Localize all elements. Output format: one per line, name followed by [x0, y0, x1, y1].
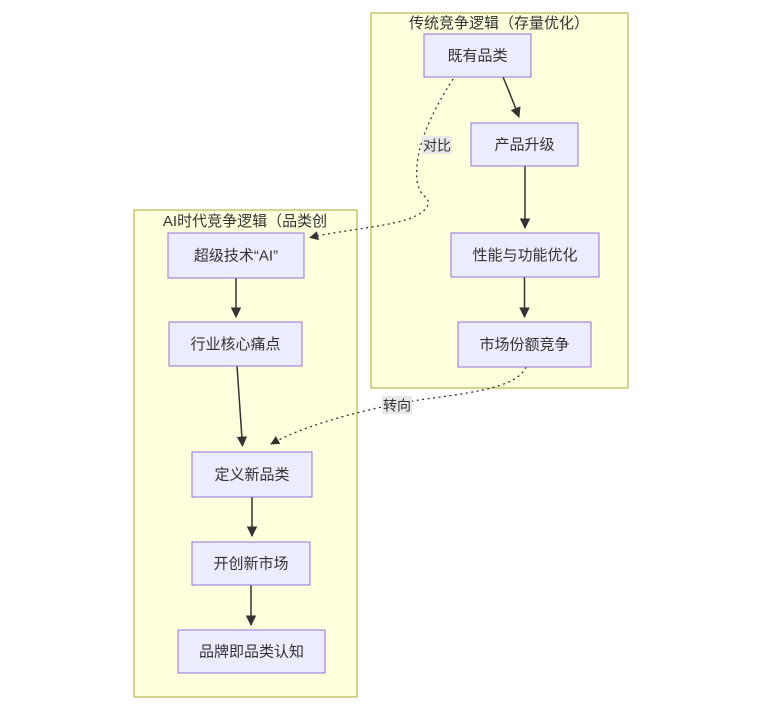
- node-product-upgrade: 产品升级: [470, 122, 579, 167]
- node-existing-category-label: 既有品类: [447, 48, 507, 65]
- node-industry-pain-point-box: [168, 321, 303, 367]
- node-brand-category-cognition-label: 品牌即品类认知: [199, 644, 304, 661]
- node-existing-category-box: [423, 33, 532, 78]
- edge-label-pivot-text: 转向: [383, 398, 411, 414]
- edge-label-compare-text: 对比: [423, 138, 451, 154]
- edge-existing-to-upgrade: [502, 76, 521, 118]
- cluster-ai-era: AI时代竞争逻辑（品类创: [133, 209, 358, 698]
- node-market-share-competition: 市场份额竞争: [457, 321, 592, 368]
- node-brand-category-cognition: 品牌即品类认知: [177, 629, 326, 674]
- node-define-new-category-box: [191, 451, 313, 498]
- node-product-upgrade-box: [470, 122, 579, 167]
- edge-label-compare-bg: [422, 136, 452, 154]
- edge-label-compare: 对比: [422, 136, 452, 154]
- node-brand-category-cognition-box: [177, 629, 326, 674]
- node-market-share-competition-box: [457, 321, 592, 368]
- edge-label-pivot: 转向: [382, 396, 412, 414]
- node-existing-category: 既有品类: [423, 33, 532, 78]
- cluster-ai-era-title: AI时代竞争逻辑（品类创: [163, 212, 327, 230]
- node-industry-pain-point: 行业核心痛点: [168, 321, 303, 367]
- node-super-tech-ai: 超级技术“AI”: [167, 232, 305, 279]
- cluster-traditional-title: 传统竞争逻辑（存量优化）: [409, 14, 589, 32]
- node-performance-optimization-label: 性能与功能优化: [472, 247, 577, 264]
- node-super-tech-ai-label: 超级技术“AI”: [194, 248, 278, 265]
- node-super-tech-ai-box: [167, 232, 305, 279]
- node-product-upgrade-label: 产品升级: [494, 137, 554, 154]
- node-market-share-competition-label: 市场份额竞争: [479, 336, 569, 354]
- edge-label-pivot-bg: [382, 396, 412, 414]
- edge-compare-dotted: [309, 78, 454, 241]
- node-performance-optimization-box: [450, 232, 600, 278]
- node-create-new-market-box: [191, 541, 311, 586]
- node-industry-pain-point-label: 行业核心痛点: [190, 336, 280, 353]
- node-define-new-category: 定义新品类: [191, 451, 313, 498]
- node-create-new-market: 开创新市场: [191, 541, 311, 586]
- node-define-new-category-label: 定义新品类: [214, 467, 289, 484]
- edge-painpoint-to-define: [236, 365, 248, 448]
- node-create-new-market-label: 开创新市场: [213, 556, 288, 573]
- node-performance-optimization: 性能与功能优化: [450, 232, 600, 278]
